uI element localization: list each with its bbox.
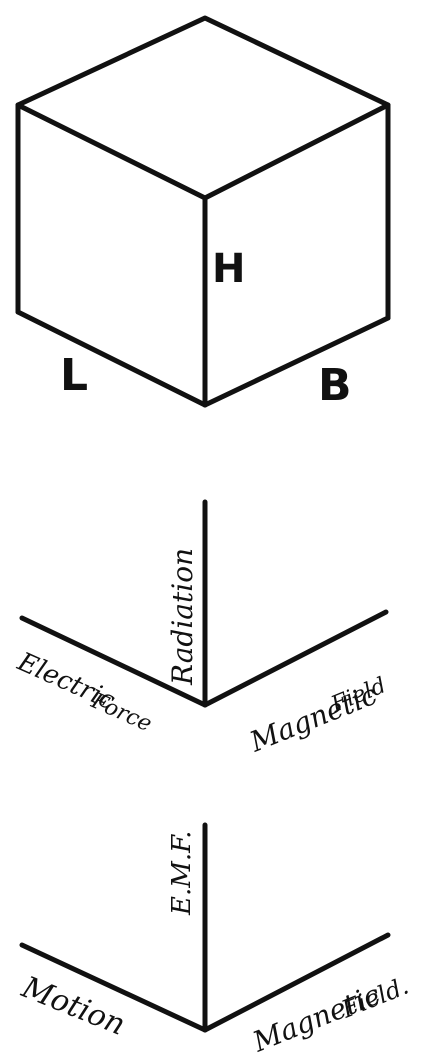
motion-axis <box>19 942 208 1033</box>
magnetic-field-axis <box>202 609 389 708</box>
cube-bottom-right-edge <box>202 315 391 408</box>
radiation-label: Radiation <box>166 548 199 686</box>
cube-figure: H L B <box>15 15 391 411</box>
motion-label: Motion <box>16 970 130 1043</box>
emf-figure: E.M.F. Motion Magnetic Field. <box>16 822 413 1059</box>
magnetic-field-axis-3 <box>202 932 391 1033</box>
radiation-figure: Radiation Electric Force Magnetic Field <box>12 499 390 759</box>
emf-label: E.M.F. <box>167 831 197 916</box>
electric-force-axis <box>19 615 208 708</box>
breadth-label: B <box>318 360 352 411</box>
cube-top-face <box>15 15 391 201</box>
field-label-3: Field. <box>337 972 413 1024</box>
force-label: Force <box>87 688 156 737</box>
length-label: L <box>60 350 88 401</box>
height-label: H <box>212 246 245 292</box>
cube-bottom-left-edge <box>15 309 208 408</box>
